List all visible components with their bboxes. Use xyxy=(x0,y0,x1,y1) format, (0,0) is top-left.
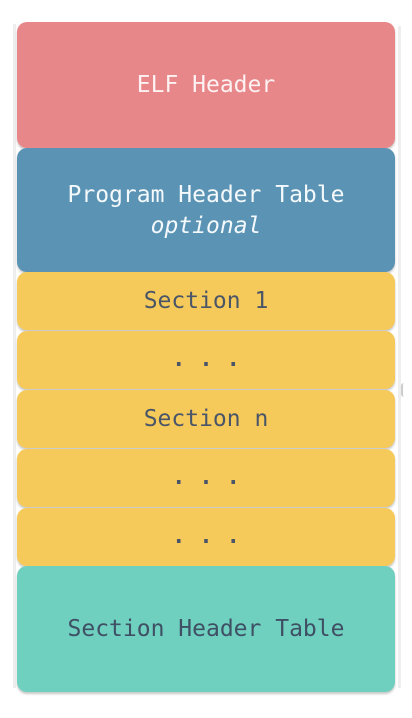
section-1-block: Section 1 xyxy=(17,272,395,330)
left-edge-line xyxy=(13,24,16,688)
section-1-label: Section 1 xyxy=(143,288,269,314)
ellipsis-label-1: ... xyxy=(172,347,254,372)
ellipsis-block-1: ... xyxy=(17,331,395,389)
program-header-table-block: Program Header Table optional xyxy=(17,148,395,272)
program-header-table-note: optional xyxy=(150,213,262,239)
elf-header-block: ELF Header xyxy=(17,22,395,148)
ellipsis-block-3: ... xyxy=(17,508,395,566)
section-header-table-label: Section Header Table xyxy=(67,616,345,642)
edge-bracket-mark xyxy=(401,383,409,397)
section-n-label: Section n xyxy=(143,406,269,432)
ellipsis-block-2: ... xyxy=(17,449,395,507)
ellipsis-label-2: ... xyxy=(172,465,254,490)
ellipsis-label-3: ... xyxy=(172,524,254,549)
program-header-table-label: Program Header Table xyxy=(67,182,345,208)
section-n-block: Section n xyxy=(17,390,395,448)
elf-header-label: ELF Header xyxy=(136,72,276,98)
section-header-table-block: Section Header Table xyxy=(17,566,395,692)
right-edge-line xyxy=(398,26,401,688)
